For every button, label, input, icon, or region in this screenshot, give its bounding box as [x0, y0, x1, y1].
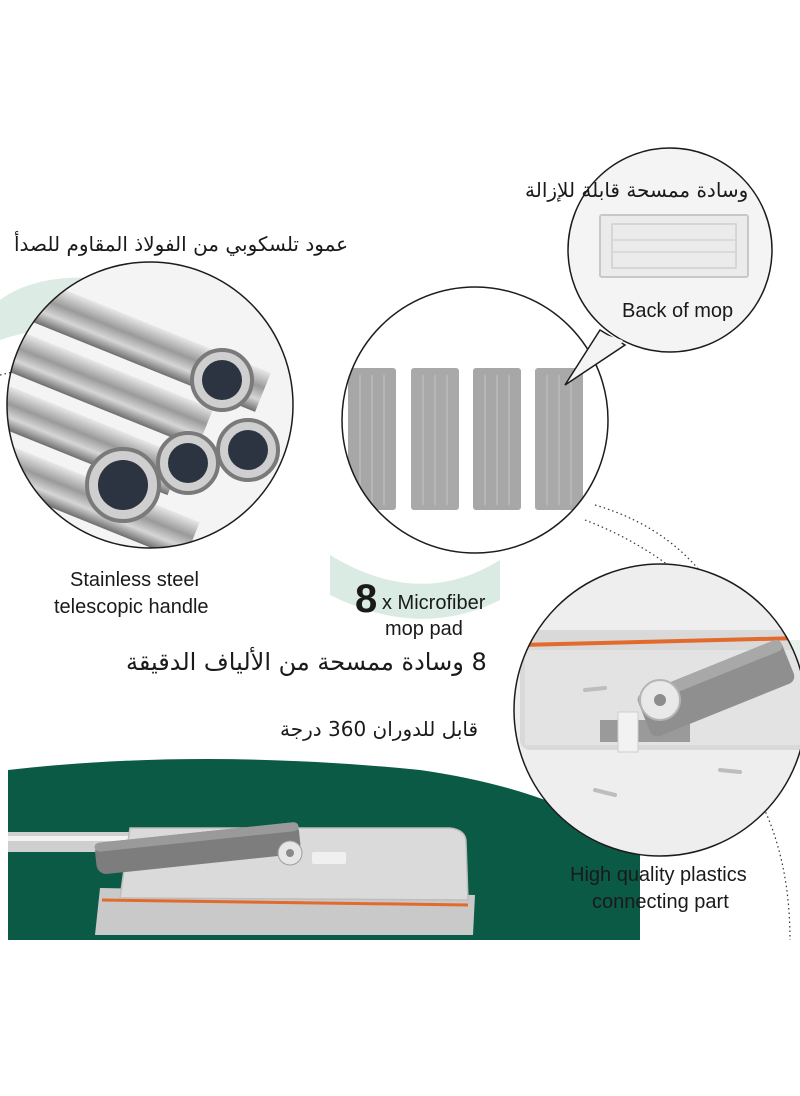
back-of-mop-label: Back of mop [622, 300, 734, 322]
steel-pipes-photo [7, 262, 293, 548]
plastics-label-line2: connecting part [592, 891, 729, 913]
mop-pads-photo [342, 287, 608, 553]
connector-photo [514, 564, 800, 856]
pads-arabic-label: 8 وسادة ممسحة من الألياف الدقيقة [126, 648, 487, 676]
pads-circle-border [341, 286, 609, 554]
mint-arc-center [330, 555, 500, 619]
handle-label-line2: telescopic handle [54, 596, 209, 618]
connector-circle-border [513, 563, 800, 857]
dotted-line-right [759, 799, 791, 941]
removable-pad-arabic-label: وسادة ممسحة قابلة للإزالة [525, 178, 749, 202]
handle-label-line1: Stainless steel [70, 569, 199, 591]
mop-product [8, 822, 475, 935]
dotted-line-center-2 [584, 519, 761, 661]
rotation-arabic-label: قابل للدوران 360 درجة [280, 717, 479, 741]
pads-label-line1: x Microfiber [382, 592, 486, 614]
pads-label-line2: mop pad [385, 618, 463, 640]
pads-count: 8 [355, 577, 378, 621]
telescopic-pole-arabic-label: عمود تلسكوبي من الفولاذ المقاوم للصدأ [14, 232, 349, 256]
pipes-circle-border [6, 261, 294, 549]
plastics-label-line1: High quality plastics [570, 864, 747, 886]
back-of-mop-bubble [564, 147, 773, 386]
